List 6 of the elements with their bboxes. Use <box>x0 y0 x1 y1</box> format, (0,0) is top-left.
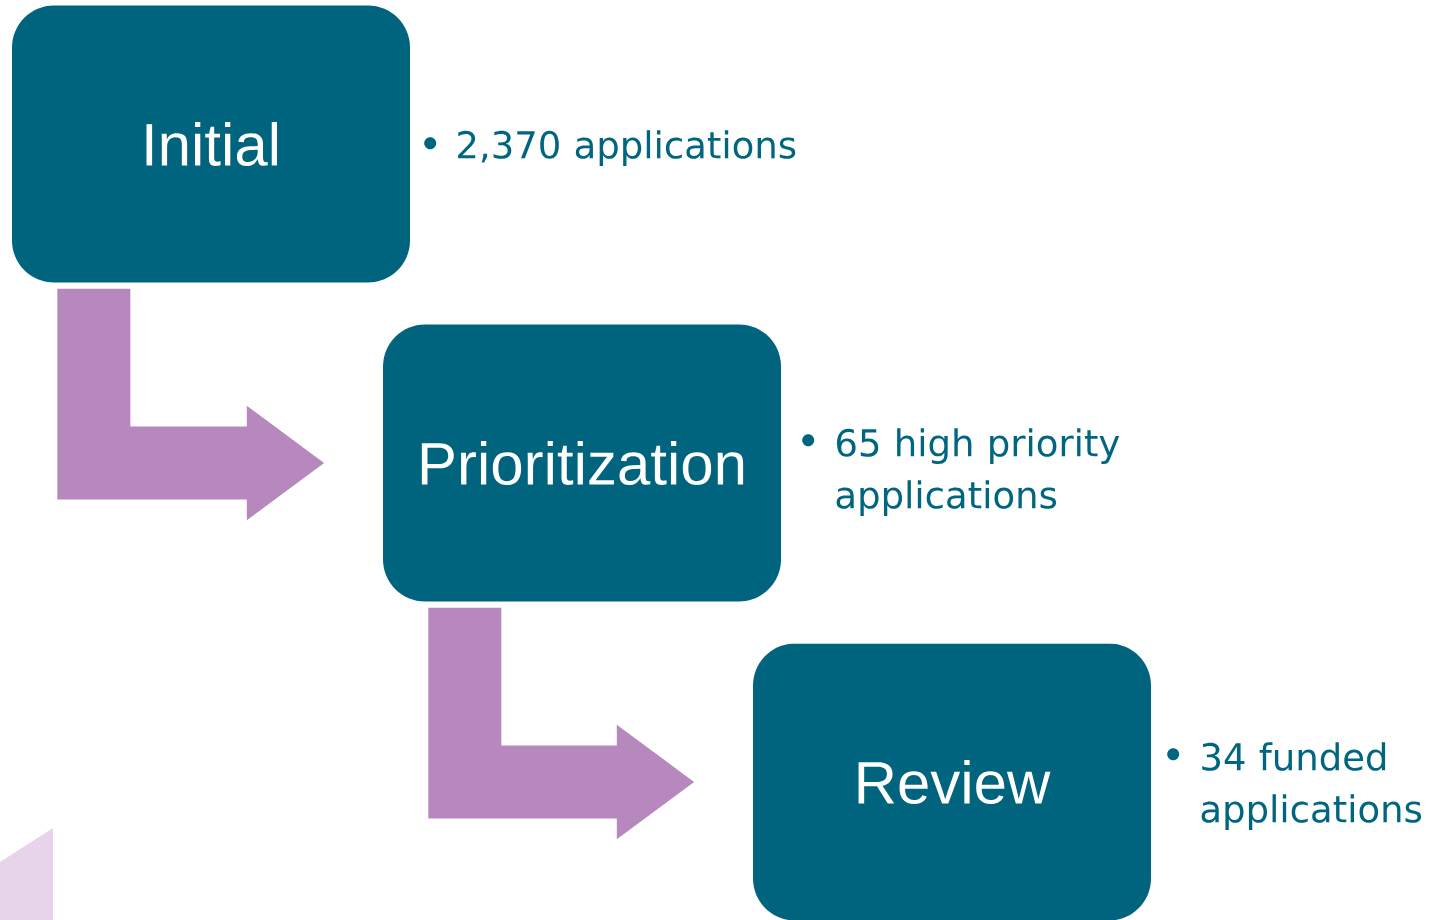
process-box: Review <box>753 643 1151 920</box>
process-box: Prioritization <box>383 324 781 602</box>
process-box: Initial <box>12 5 410 283</box>
beside-text: 65 high priority applications <box>836 428 1120 516</box>
beside-text: 34 funded applications <box>1201 742 1422 830</box>
beside-text: 2,370 applications <box>458 130 796 166</box>
